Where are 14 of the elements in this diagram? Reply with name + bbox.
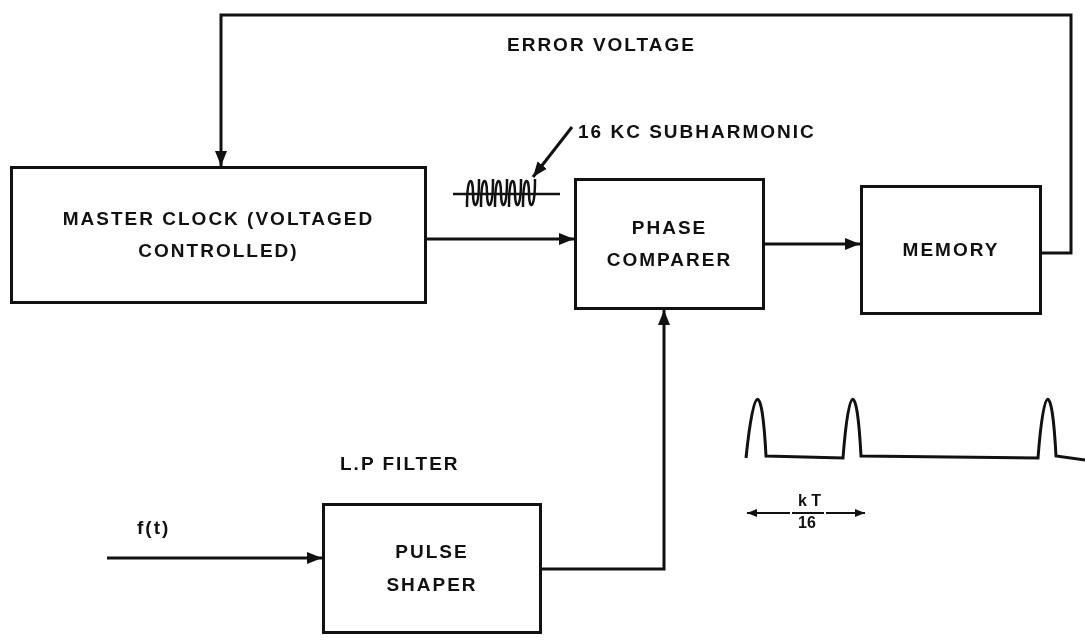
dimension-label: 16 — [797, 514, 817, 532]
dimension-label: k T — [797, 492, 823, 510]
process-box: MASTER CLOCK (VOLTAGED CONTROLLED) — [10, 166, 427, 304]
process-box: PULSE SHAPER — [322, 503, 542, 634]
arrow — [765, 238, 860, 250]
node-caption: L.P FILTER — [339, 453, 461, 475]
arrow — [427, 233, 574, 245]
callout-text: 16 KC SUBHARMONIC — [578, 119, 816, 144]
arrow — [542, 310, 670, 571]
leader-line — [531, 126, 574, 178]
process-box: MEMORY — [860, 185, 1042, 315]
arrow — [107, 552, 322, 564]
arrow — [215, 13, 1073, 255]
process-box: PHASE COMPARER — [574, 178, 765, 310]
